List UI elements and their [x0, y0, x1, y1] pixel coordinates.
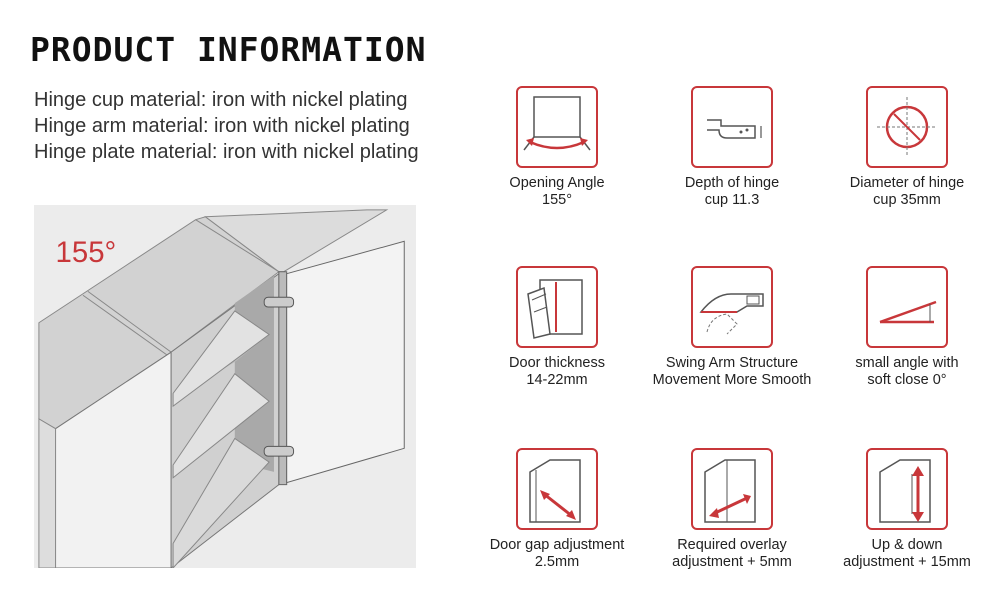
soft-close-angle-icon [879, 300, 937, 324]
feature-label: Door gap adjustment 2.5mm [489, 537, 625, 570]
feature-up-down: Up & down adjustment + 15mm [822, 448, 992, 571]
material-arm: Hinge arm material: iron with nickel pla… [34, 115, 410, 137]
door-gap-adjustment-icon [529, 459, 581, 523]
material-cup: Hinge cup material: iron with nickel pla… [34, 89, 408, 111]
feature-label: Swing Arm Structure Movement More Smooth [652, 355, 812, 388]
feature-label: Diameter of hinge cup 35mm [849, 175, 965, 208]
feature-swing-arm: Swing Arm Structure Movement More Smooth [647, 266, 817, 389]
page-title: PRODUCT INFORMATION [30, 30, 427, 69]
material-plate: Hinge plate material: iron with nickel p… [34, 141, 419, 163]
overlay-adjustment-icon [704, 459, 756, 523]
feature-label: small angle with soft close 0° [855, 355, 959, 388]
cup-diameter-icon [877, 97, 937, 157]
feature-cup-depth: Depth of hinge cup 11.3 [647, 86, 817, 209]
feature-label: Opening Angle 155° [509, 175, 605, 208]
swing-arm-icon [699, 293, 764, 335]
feature-overlay: Required overlay adjustment + 5mm [647, 448, 817, 571]
materials-list: Hinge cup material: iron with nickel pla… [34, 87, 419, 165]
angle-label: 155° [56, 236, 117, 269]
feature-opening-angle: Opening Angle 155° [472, 86, 642, 209]
feature-cup-diameter: Diameter of hinge cup 35mm [822, 86, 992, 209]
cabinet-illustration: 155° [34, 205, 416, 570]
hinge-cup-depth-icon [707, 119, 762, 139]
feature-label: Up & down adjustment + 15mm [843, 537, 971, 570]
feature-door-gap: Door gap adjustment 2.5mm [472, 448, 642, 571]
feature-label: Required overlay adjustment + 5mm [672, 537, 792, 570]
feature-soft-close: small angle with soft close 0° [822, 266, 992, 389]
up-down-adjustment-icon [879, 459, 931, 523]
feature-door-thickness: Door thickness 14-22mm [472, 266, 642, 389]
door-thickness-icon [527, 279, 583, 339]
feature-label: Door thickness 14-22mm [509, 355, 605, 388]
feature-label: Depth of hinge cup 11.3 [684, 175, 780, 208]
opening-angle-icon [523, 96, 591, 151]
